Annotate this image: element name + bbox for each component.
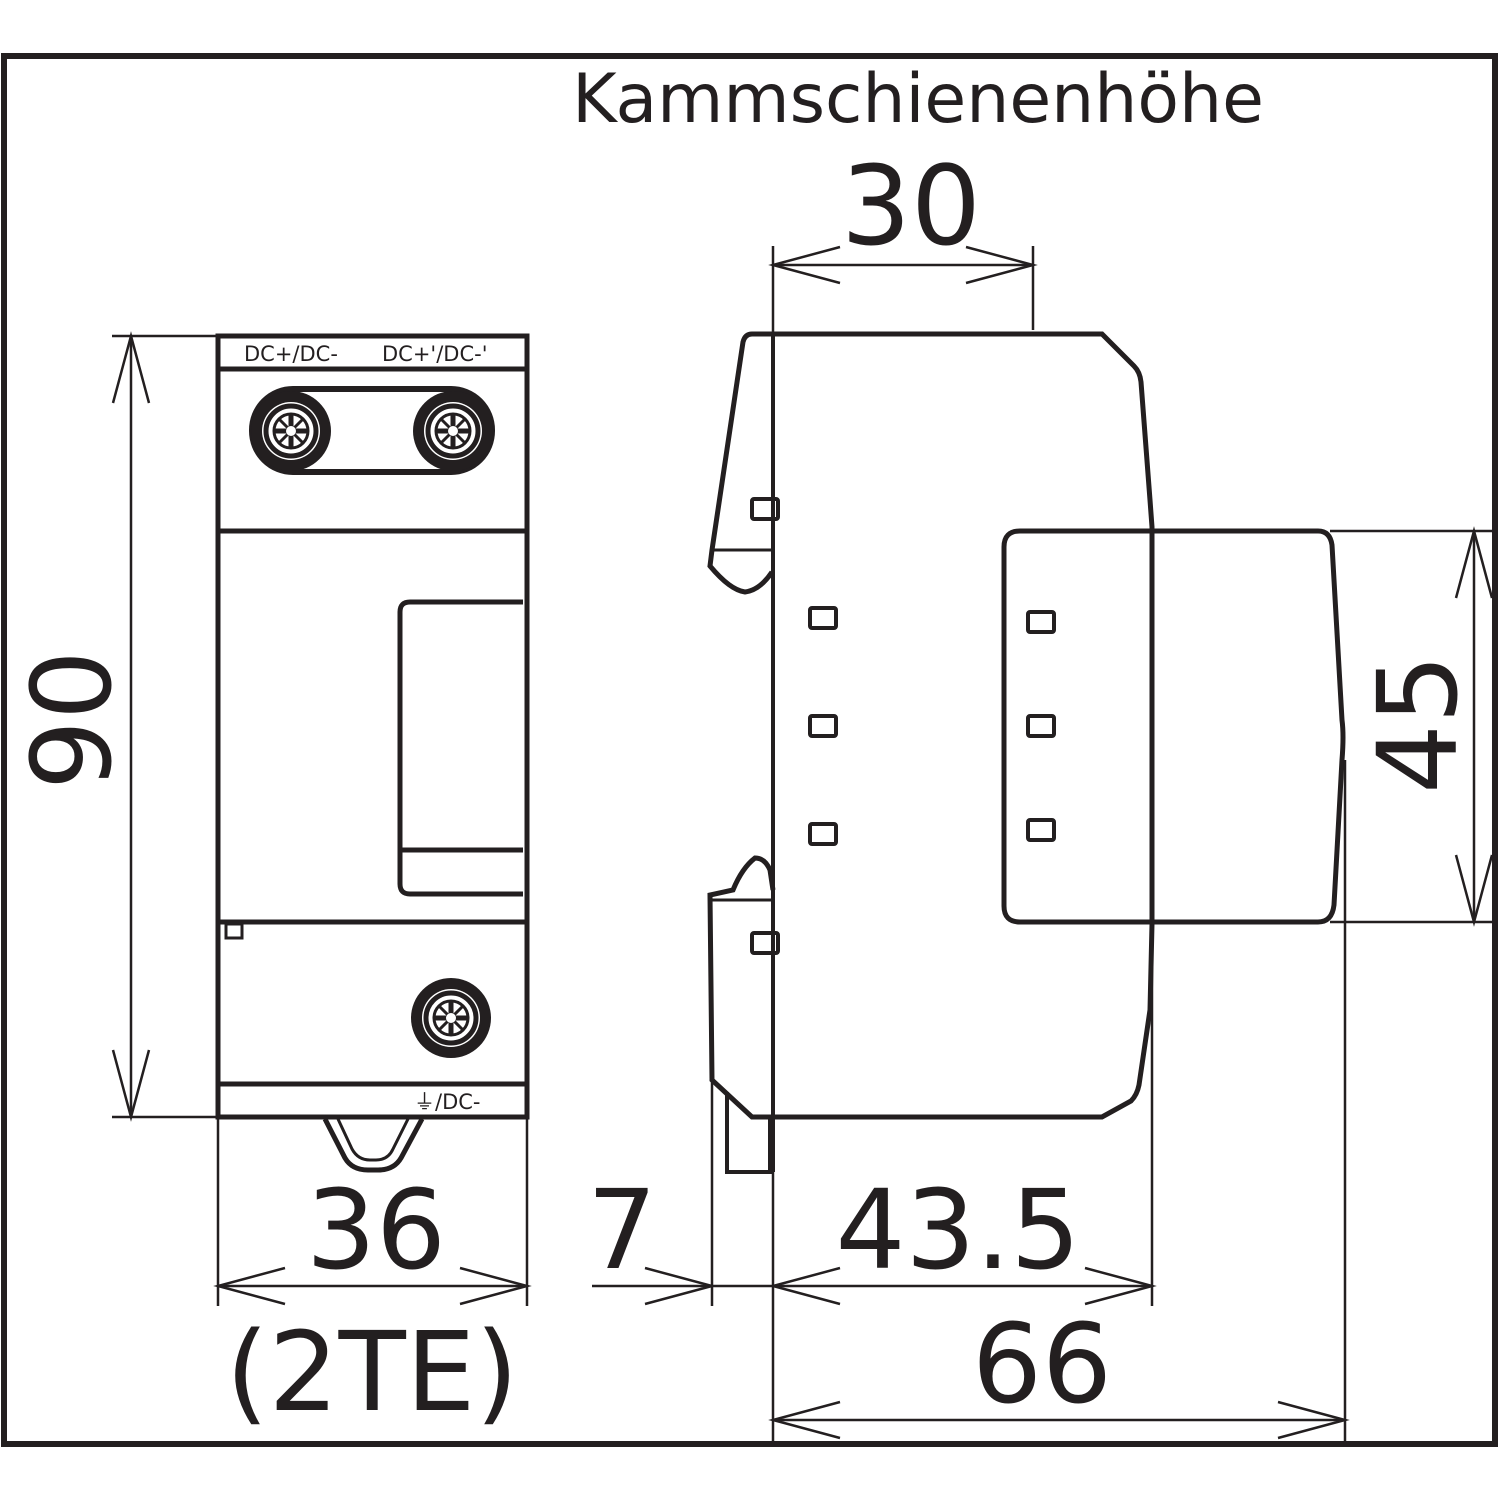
dim-30-label: 30 [841,142,981,270]
terminal-screw-top-right [413,391,493,471]
side-indicator-2 [808,606,838,630]
module-indicator-2 [1026,714,1056,738]
side-housing [773,331,1155,1120]
dim-36-label: 36 [306,1166,446,1294]
front-housing [215,333,530,1120]
side-indicator-1 [750,497,780,521]
dim-90-label: 90 [8,650,136,790]
front-module-window [397,599,523,897]
front-view [215,333,530,1173]
front-small-notch [224,922,244,940]
side-top-hook [707,331,775,595]
terminal-label-bottom: ⏚/DC- [414,1090,481,1114]
side-bottom-hook [707,855,776,1120]
terminal-label-top-left: DC+/DC- [244,342,338,366]
dim-7-label: 7 [587,1166,657,1294]
terminal-label-top-right: DC+'/DC-' [382,342,487,366]
side-rail-foot [725,1092,772,1174]
side-indicator-5 [750,931,780,955]
side-indicator-3 [808,714,838,738]
front-din-clip [322,1117,425,1173]
terminal-screw-bottom [411,978,491,1058]
dimension-lines [111,245,1494,1443]
side-indicator-4 [808,822,838,846]
side-view [707,331,1346,1174]
dim-43-5-label: 43.5 [836,1166,1081,1294]
drawing-border [1,53,1498,1447]
diagram-title: Kammschienenhöhe [572,60,1264,139]
dim-45-label: 45 [1354,654,1482,794]
module-indicator-3 [1026,818,1056,842]
dim-66-label: 66 [972,1300,1112,1428]
terminal-screw-top-left [251,391,331,471]
module-indicator-1 [1026,610,1056,634]
dim-2te-label: (2TE) [226,1308,519,1436]
side-protection-module [1001,528,1346,925]
